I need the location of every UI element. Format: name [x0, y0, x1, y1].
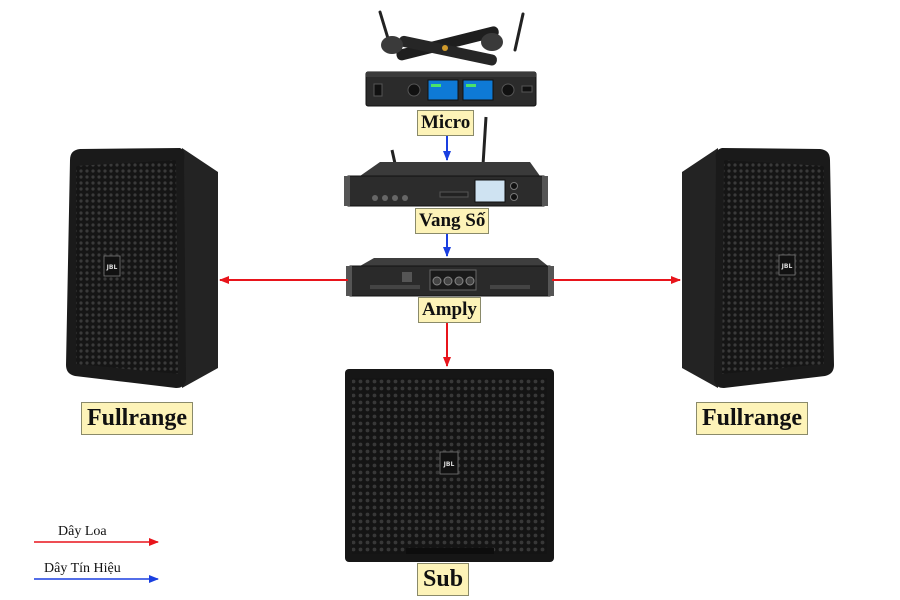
microphone-icon: [381, 26, 503, 66]
sub-label: Sub: [417, 563, 470, 596]
amply-label: Amply: [418, 297, 481, 323]
vang-so-label: Vang Số: [415, 208, 490, 234]
sub-speaker: JBL: [345, 369, 554, 562]
legend-speaker-cable-label: Dây Loa: [58, 524, 107, 539]
fullrange-right-label: Fullrange: [696, 402, 808, 435]
fullrange-right-speaker: JBL: [682, 148, 834, 388]
legend-signal-cable-label: Dây Tín Hiệu: [44, 561, 121, 576]
vang-so-device: [344, 116, 548, 207]
fullrange-left-speaker: JBL: [66, 148, 218, 388]
svg-text:JBL: JBL: [443, 461, 455, 468]
micro-receiver: [365, 10, 537, 107]
micro-label: Micro: [417, 110, 475, 136]
svg-text:JBL: JBL: [781, 263, 793, 270]
amply-device: [346, 258, 554, 297]
svg-text:JBL: JBL: [106, 264, 118, 271]
fullrange-left-label: Fullrange: [81, 402, 193, 435]
